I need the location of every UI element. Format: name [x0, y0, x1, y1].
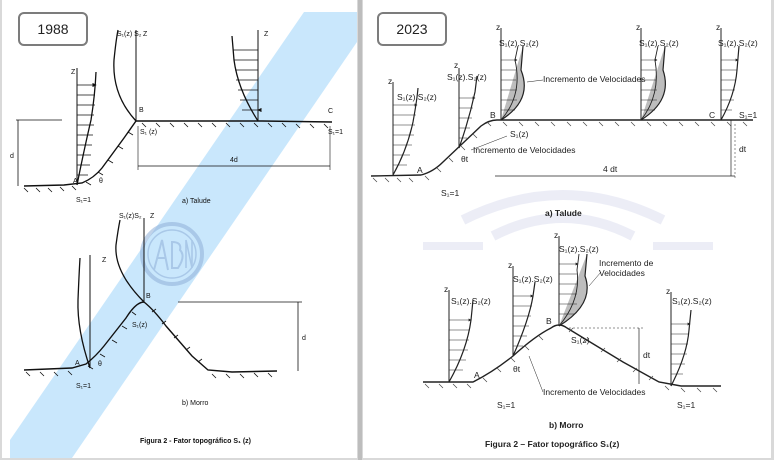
morro-s1z: S₁(z) — [571, 335, 590, 345]
morro-s1s2-far: S₁(z).S₂(z) — [672, 296, 712, 306]
hill-profile — [23, 301, 278, 373]
talude-z-mid: z — [454, 60, 458, 70]
talude-d-label: d — [10, 153, 14, 160]
panel-1988: Z S₁(z) S₂ Z Z d 4d A B C θ S₁ (z) — [2, 0, 357, 458]
talude-increment-label-low: Incremento de Velocidades — [473, 145, 576, 155]
talude-z-far: z — [636, 22, 640, 32]
morro-d-label: d — [302, 335, 306, 342]
talude-theta: θ — [99, 178, 103, 185]
morro-z-b: z — [554, 230, 558, 240]
abnt-watermark — [140, 222, 204, 286]
talude-title: a) Talude — [545, 208, 582, 218]
morro-1988: Z S₁(z)S₂ Z d A B S₁(z) θ S₁=1 b) Morro — [23, 213, 306, 407]
morro-theta: θt — [513, 364, 521, 374]
morro-point-a: A — [75, 360, 80, 367]
morro-z-label-b: Z — [150, 213, 155, 220]
talude-increment-label: Incremento de Velocidades — [543, 74, 646, 84]
talude-s1s2-far: S₁(z).S₂(z) — [639, 38, 679, 48]
hill-profile — [423, 324, 721, 387]
talude-z-c: z — [716, 22, 720, 32]
talude-s1s2-c: S₁(z).S₂(z) — [718, 38, 758, 48]
morro-increment-label: Incremento de Velocidades — [543, 387, 646, 397]
talude-s1-eq-1-c: S₁=1 — [739, 110, 758, 120]
morro-s1s2-b: S₁(z).S₂(z) — [559, 244, 599, 254]
talude-s1-eq-1-a: S₁=1 — [76, 197, 91, 204]
talude-z-label-c: Z — [264, 31, 269, 38]
talude-s1-eq-1-c: S₁=1 — [328, 129, 343, 136]
morro-z-label-a: Z — [102, 257, 107, 264]
diagram-2023: z S₁(z).S₂(z) z S₁(z).S₂(z) z S₁(z).S₂(z… — [370, 22, 758, 449]
morro-point-b: B — [546, 316, 552, 326]
talude-theta: θt — [461, 154, 469, 164]
morro-s1-eq-1-a: S₁=1 — [497, 400, 516, 410]
year-badge-2023: 2023 — [377, 12, 447, 46]
morro-title: b) Morro — [182, 400, 209, 407]
morro-point-b: B — [146, 293, 151, 300]
morro-2023: z S₁(z).S₂(z) z S₁(z).S₂(z) z S₁(z).S₂(z… — [423, 230, 721, 430]
panel-divider — [358, 0, 362, 460]
talude-s1s2-b: S₁(z).S₂(z) — [499, 38, 539, 48]
caption-2023: Figura 2 – Fator topográfico S₁(z) — [485, 439, 619, 449]
talude-point-b: B — [490, 110, 496, 120]
morro-s1s2-a: S₁(z).S₂(z) — [451, 296, 491, 306]
talude-title: a) Talude — [182, 198, 211, 205]
talude-dt: dt — [739, 144, 747, 154]
morro-s1z-label: S₁(z) — [132, 322, 147, 329]
caption-1988: Figura 2 - Fator topográfico S₁ (z) — [140, 438, 251, 445]
morro-increment-top-2: Velocidades — [599, 268, 645, 278]
talude-s1z-label: S₁ (z) — [140, 129, 157, 136]
panel-2023: z S₁(z).S₂(z) z S₁(z).S₂(z) z S₁(z).S₂(z… — [363, 0, 771, 458]
talude-s1z: S₁(z) — [510, 129, 529, 139]
talude-point-b: B — [139, 107, 144, 114]
year-badge-1988: 1988 — [18, 12, 88, 46]
talude-z-label-b: Z — [143, 31, 148, 38]
talude-s1s2-mid: S₁(z).S₂(z) — [447, 72, 487, 82]
morro-z-mid: z — [508, 260, 512, 270]
morro-s1s2-label: S₁(z)S₂ — [119, 213, 142, 220]
talude-2023: z S₁(z).S₂(z) z S₁(z).S₂(z) z S₁(z).S₂(z… — [370, 22, 758, 218]
talude-point-c: C — [709, 110, 715, 120]
morro-z-a: z — [444, 284, 448, 294]
talude-point-c: C — [328, 108, 333, 115]
talude-point-a: A — [417, 165, 423, 175]
talude-4dt: 4 dt — [603, 164, 618, 174]
talude-s1s2-label: S₁(z) S₂ — [117, 31, 142, 38]
morro-s1-eq-1-far: S₁=1 — [677, 400, 696, 410]
morro-dt: dt — [643, 350, 651, 360]
morro-point-a: A — [474, 370, 480, 380]
talude-z-a: z — [388, 76, 392, 86]
talude-s1-eq-1-a: S₁=1 — [441, 188, 460, 198]
ground-profile — [23, 120, 333, 187]
morro-theta: θ — [98, 361, 102, 368]
talude-point-a: A — [73, 178, 78, 185]
abnt-watermark — [423, 190, 713, 250]
morro-title: b) Morro — [549, 420, 583, 430]
morro-s1-eq-1: S₁=1 — [76, 383, 91, 390]
talude-1988: Z S₁(z) S₂ Z Z d 4d A B C θ S₁ (z) — [10, 29, 343, 205]
talude-z-label-a: Z — [71, 69, 76, 76]
talude-4d-label: 4d — [230, 157, 238, 164]
morro-z-far: z — [666, 286, 670, 296]
talude-s1s2-a: S₁(z).S₂(z) — [397, 92, 437, 102]
morro-increment-top-1: Incremento de — [599, 258, 654, 268]
morro-s1s2-mid: S₁(z).S₂(z) — [513, 274, 553, 284]
diagram-1988: Z S₁(z) S₂ Z Z d 4d A B C θ S₁ (z) — [10, 12, 357, 458]
diagonal-stripe — [10, 12, 357, 458]
talude-z-b: z — [496, 22, 500, 32]
ground-profile — [370, 119, 753, 177]
